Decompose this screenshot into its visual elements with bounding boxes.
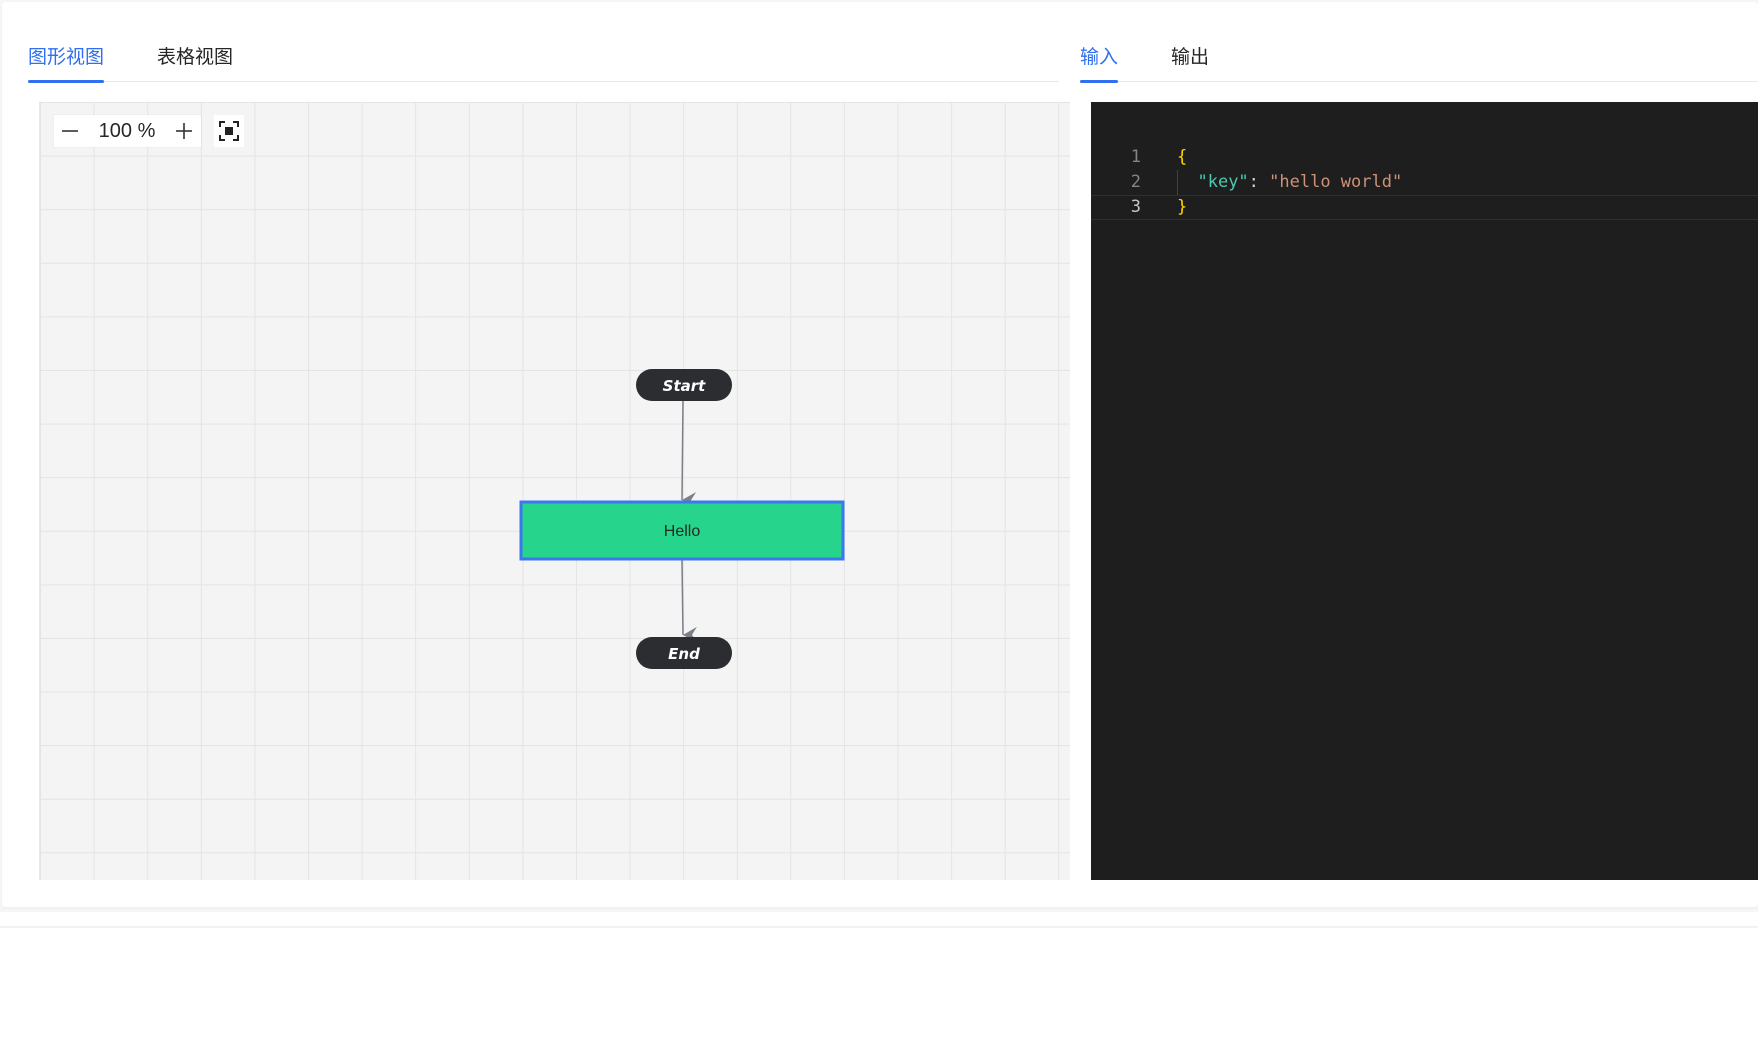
fit-screen-icon	[219, 121, 239, 141]
line-code: "key": "hello world"	[1177, 170, 1402, 195]
json-editor[interactable]: 1 { 2 "key": "hello world" 3 }	[1091, 102, 1758, 880]
flow-diagram: Start Hello End	[519, 369, 845, 669]
line-number: 2	[1130, 172, 1141, 192]
line-code: }	[1177, 195, 1187, 220]
line-number: 1	[1130, 147, 1141, 167]
tab-graph-view[interactable]: 图形视图	[28, 44, 104, 83]
hello-node-label: Hello	[664, 523, 701, 540]
tab-output[interactable]: 输出	[1171, 46, 1210, 68]
zoom-level: 100 %	[98, 120, 156, 142]
zoom-out-button[interactable]	[54, 115, 86, 147]
start-node[interactable]: Start	[636, 369, 732, 401]
line-number: 3	[1130, 197, 1141, 217]
flow-canvas[interactable]: 100 % Start Hello	[39, 102, 1070, 880]
zoom-toolbar: 100 %	[54, 115, 201, 147]
bottom-band	[0, 912, 1758, 1044]
editor-line: 1 {	[1091, 145, 1758, 170]
edge-hello-to-end	[681, 559, 698, 643]
json-colon: :	[1248, 172, 1270, 192]
start-node-label: Start	[663, 377, 706, 395]
editor-line-current: 3 }	[1091, 195, 1758, 220]
plus-icon	[176, 123, 192, 139]
editor-line: 2 "key": "hello world"	[1091, 170, 1758, 195]
minus-icon	[62, 130, 78, 132]
view-tabs: 图形视图 表格视图	[28, 44, 1059, 83]
line-code: {	[1177, 145, 1187, 170]
io-tabs: 输入 输出	[1080, 44, 1758, 83]
tab-input[interactable]: 输入	[1080, 44, 1118, 83]
end-node[interactable]: End	[636, 637, 732, 669]
fit-view-button[interactable]	[214, 115, 244, 147]
end-node-label: End	[668, 645, 700, 663]
open-brace: {	[1177, 147, 1188, 167]
hello-node[interactable]: Hello	[519, 500, 845, 561]
tab-table-view[interactable]: 表格视图	[157, 46, 234, 68]
zoom-in-button[interactable]	[168, 115, 200, 147]
close-brace: }	[1177, 197, 1188, 217]
json-key: "key"	[1197, 172, 1249, 192]
json-value: "hello world"	[1269, 172, 1403, 192]
edge-start-to-hello	[681, 399, 697, 509]
indent-guide	[1177, 170, 1178, 195]
